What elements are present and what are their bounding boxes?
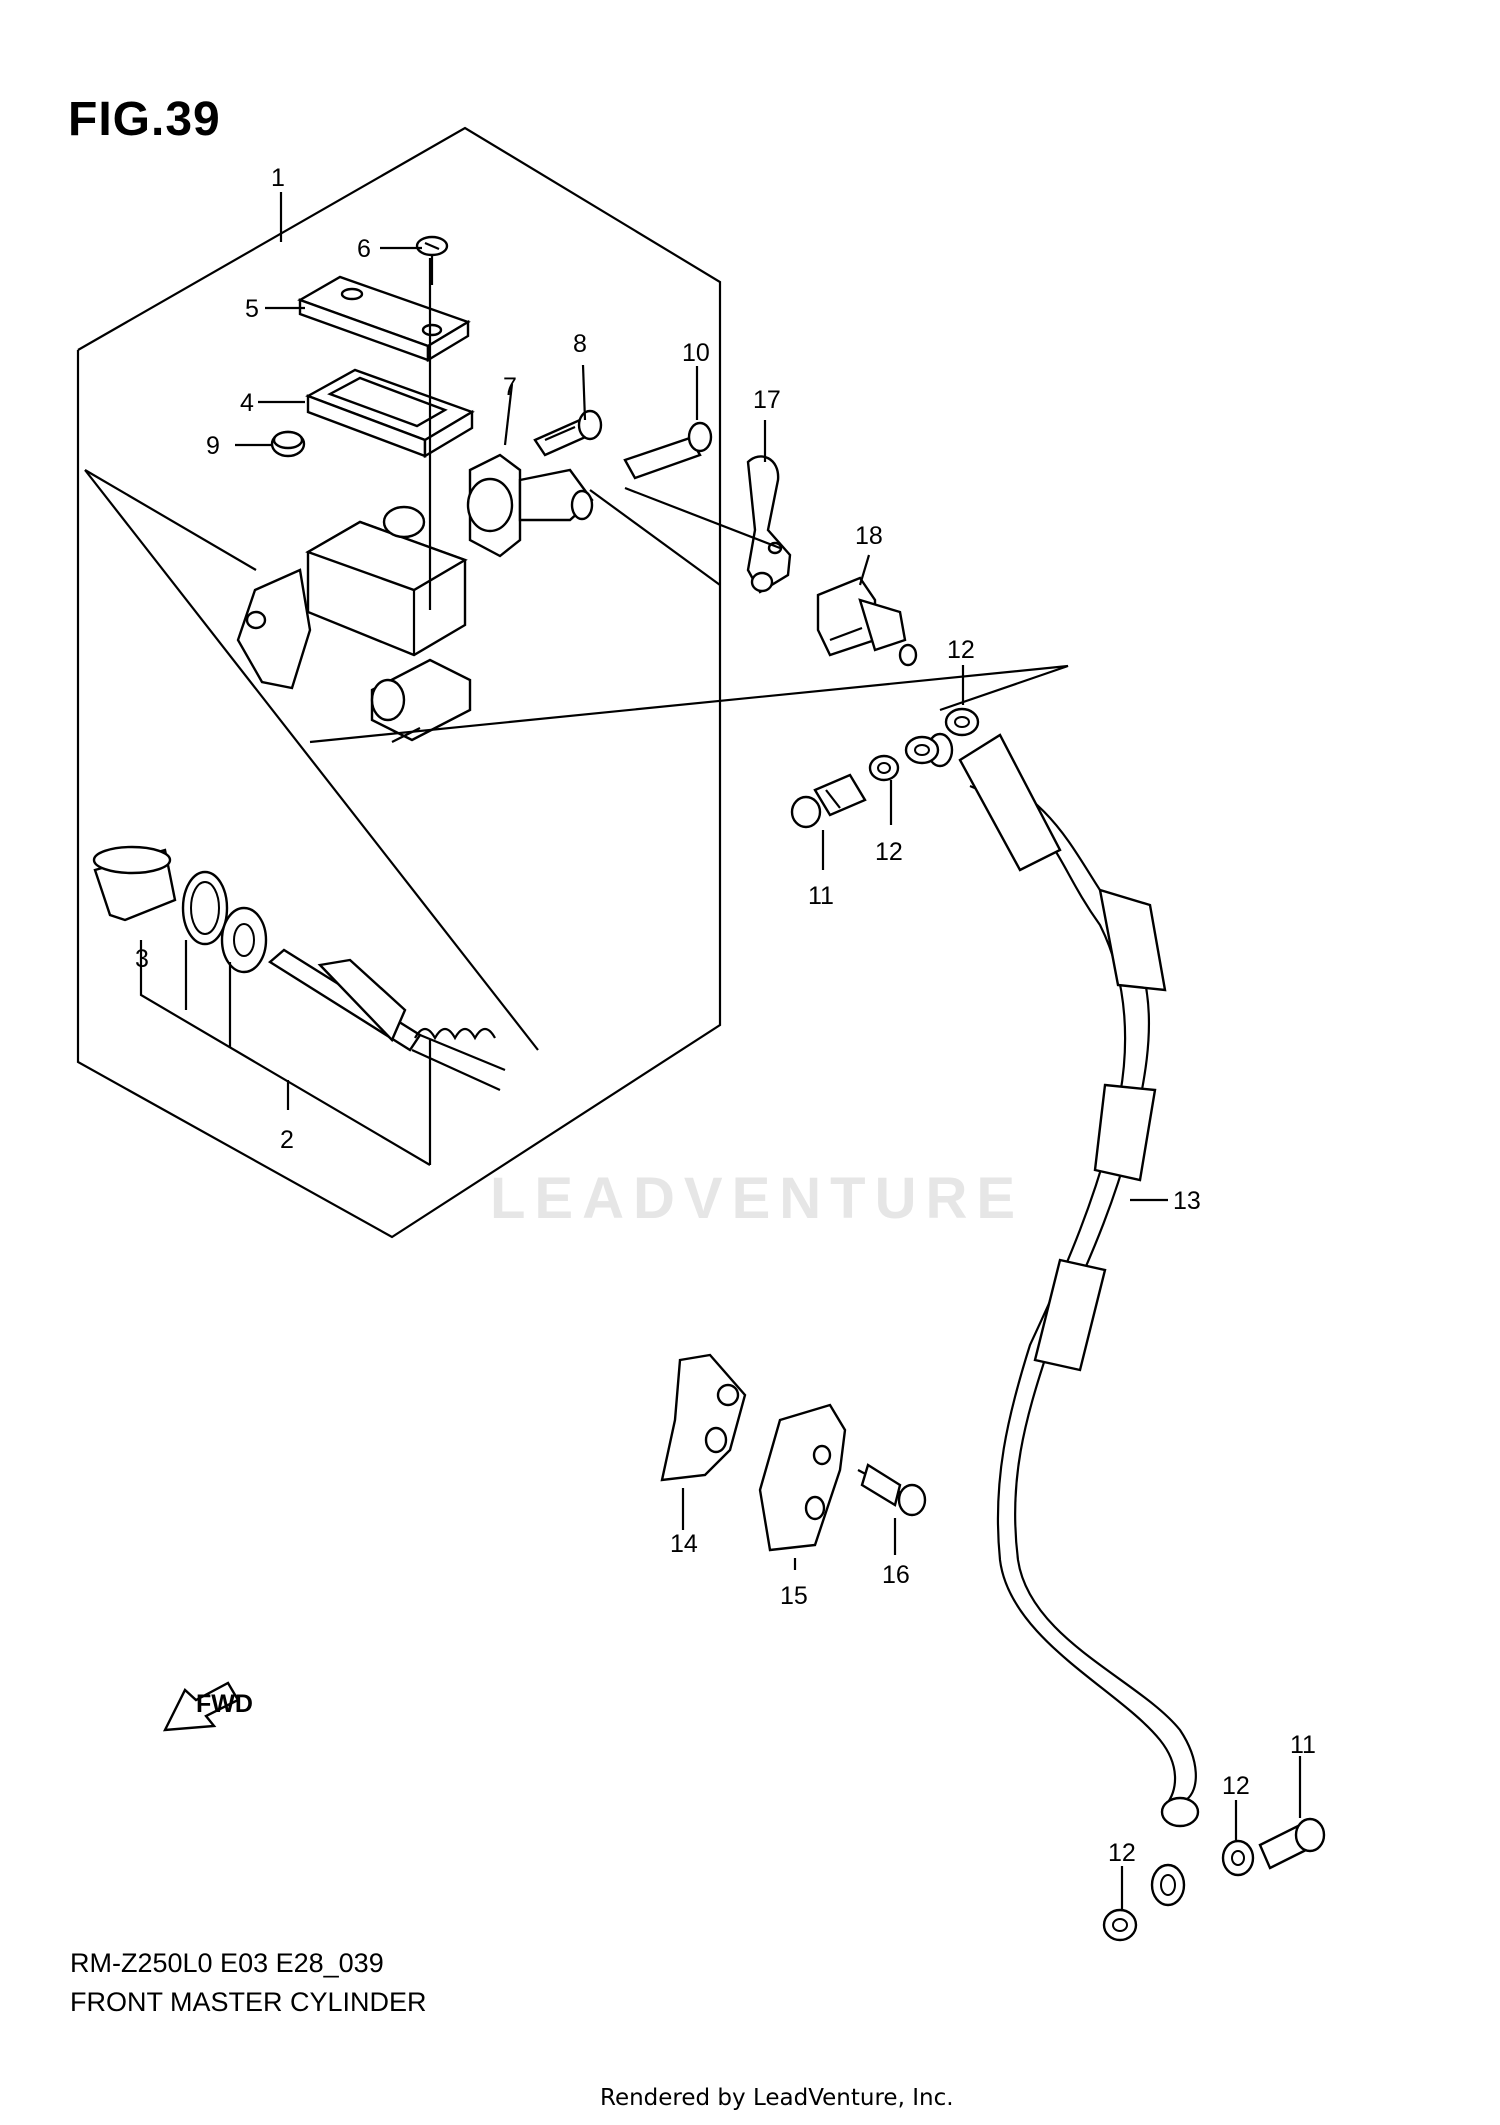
bolt-part-10 xyxy=(623,421,713,480)
guide-lines xyxy=(309,258,1069,744)
master-cylinder-body xyxy=(236,505,472,743)
bolt-part-16 xyxy=(857,1463,927,1517)
callout-leaders-kit xyxy=(139,940,432,1166)
banjo-bolt-part-11-a xyxy=(790,773,867,829)
boot-part-3 xyxy=(92,845,177,922)
callout-1: 1 xyxy=(271,164,285,192)
switch-part-18 xyxy=(816,576,918,667)
callout-18: 18 xyxy=(855,522,883,550)
callout-numbers: 1 2 3 4 5 6 7 8 9 10 11 11 12 12 12 12 1… xyxy=(135,164,1316,1867)
piston xyxy=(267,948,506,1092)
callout-10: 10 xyxy=(682,339,710,367)
washer-part-12-a xyxy=(944,707,980,737)
callout-12-d: 12 xyxy=(1108,1839,1136,1867)
diagram-title: FRONT MASTER CYLINDER xyxy=(70,1987,427,2017)
callout-12-b: 12 xyxy=(875,838,903,866)
screw-part-6 xyxy=(415,235,449,285)
washer-part-12-b xyxy=(904,735,940,765)
fwd-arrow-icon: FWD xyxy=(162,1681,253,1732)
assembly-outline xyxy=(76,126,722,1239)
clamp-part-7 xyxy=(466,453,594,558)
figure-title: FIG.39 xyxy=(68,93,221,146)
callout-9: 9 xyxy=(206,432,220,460)
brake-hose-part-13 xyxy=(926,732,1200,1907)
callout-16: 16 xyxy=(882,1561,910,1589)
banjo-bolt-part-11-b xyxy=(1258,1817,1326,1870)
washer-part-12-c xyxy=(868,754,900,782)
cap-part-5 xyxy=(297,275,471,363)
model-code: RM-Z250L0 E03 E28_039 xyxy=(70,1948,384,1978)
callout-3: 3 xyxy=(135,945,149,973)
callout-4: 4 xyxy=(240,389,254,417)
callout-15: 15 xyxy=(780,1582,808,1610)
fwd-label: FWD xyxy=(196,1690,253,1718)
callout-12-c: 12 xyxy=(1222,1772,1250,1800)
callout-leaders xyxy=(235,192,1302,1910)
callout-12-a: 12 xyxy=(947,636,975,664)
cap-part-9 xyxy=(270,430,306,458)
lever-part-17 xyxy=(746,455,792,594)
bolt-part-8 xyxy=(533,409,603,457)
circlip xyxy=(181,870,229,946)
callout-2: 2 xyxy=(280,1126,294,1154)
rendered-by-credit: Rendered by LeadVenture, Inc. xyxy=(600,2085,954,2111)
callout-13: 13 xyxy=(1173,1187,1201,1215)
washer-seal xyxy=(220,906,268,974)
washer-part-12-d xyxy=(1221,1839,1255,1877)
callout-7: 7 xyxy=(503,373,517,401)
callout-8: 8 xyxy=(573,330,587,358)
watermark: LEADVENTURE xyxy=(490,1166,1025,1231)
callout-14: 14 xyxy=(670,1530,698,1558)
guide-part-14 xyxy=(660,1353,747,1482)
callout-11-b: 11 xyxy=(1290,1731,1316,1759)
plate-part-4 xyxy=(305,368,475,459)
callout-5: 5 xyxy=(245,295,259,323)
guide-part-15 xyxy=(758,1403,847,1552)
callout-11-a: 11 xyxy=(808,882,834,910)
washer-part-12-e xyxy=(1102,1908,1138,1942)
callout-6: 6 xyxy=(357,235,371,263)
callout-17: 17 xyxy=(753,386,781,414)
